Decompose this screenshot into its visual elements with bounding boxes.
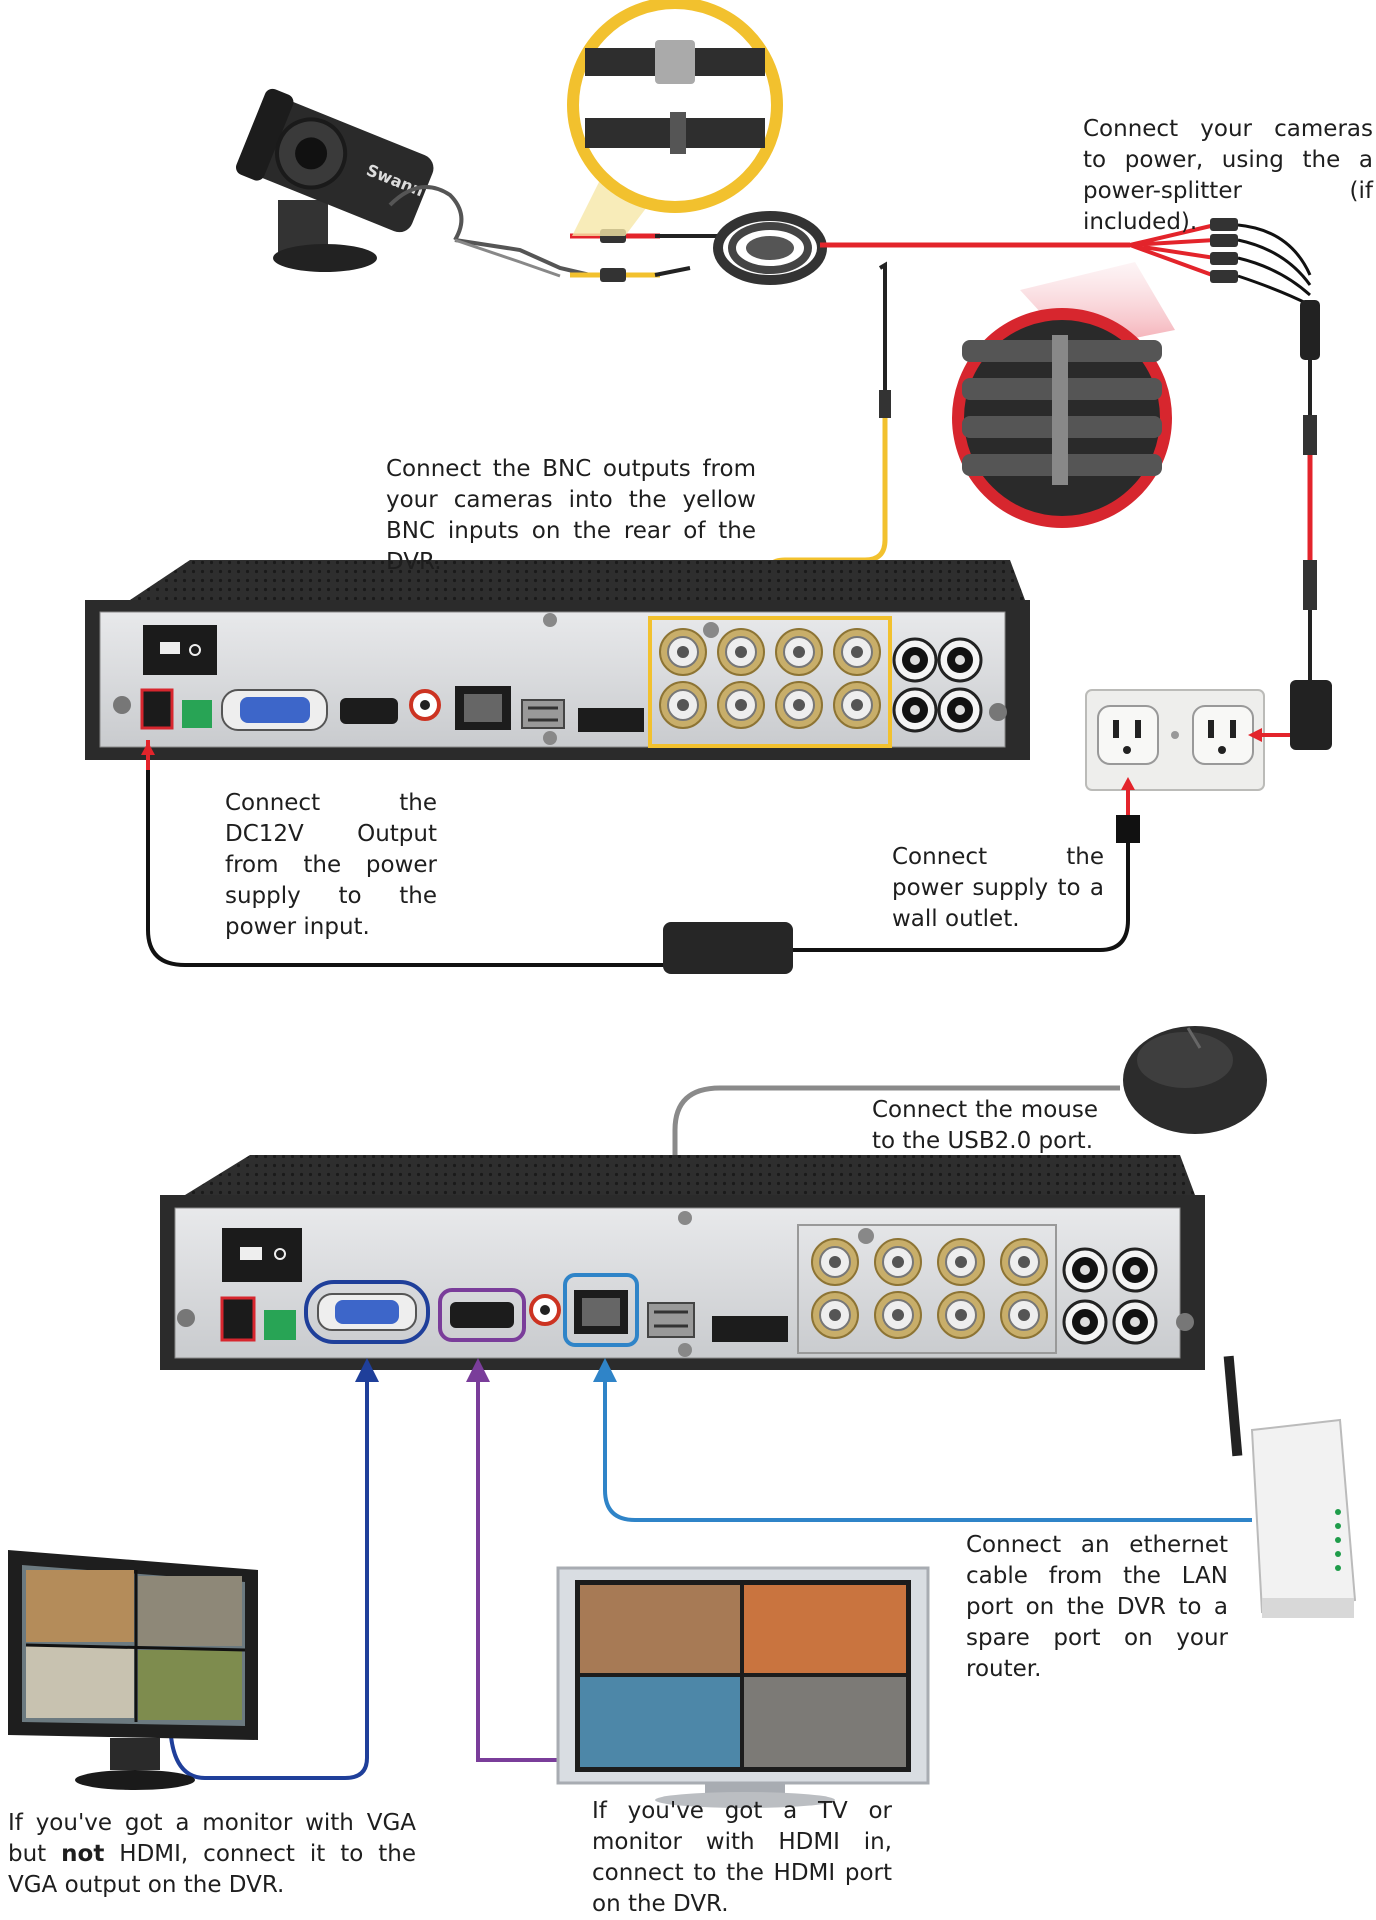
caption-vga-monitor: If you've got a monitor with VGA but not… bbox=[8, 1808, 416, 1901]
caption-ethernet: Connect an ethernet cable from the LAN p… bbox=[966, 1532, 1228, 1682]
security-camera-icon: Swann bbox=[235, 88, 434, 272]
vga-monitor-icon bbox=[8, 1550, 258, 1790]
power-adapter-icon bbox=[1248, 680, 1332, 750]
dvr-rear-panel-icon bbox=[160, 1155, 1205, 1370]
caption-hdmi-tv: If you've got a TV or monitor with HDMI … bbox=[592, 1798, 892, 1917]
dvr-rear-panel-icon bbox=[85, 560, 1030, 760]
caption-vga-post: HDMI, connect it to the VGA output on th… bbox=[8, 1841, 416, 1898]
bnc-connector-zoom-icon bbox=[567, 0, 783, 213]
hdmi-tv-icon bbox=[556, 1566, 930, 1808]
mouse-icon bbox=[1123, 1026, 1267, 1134]
caption-vga-bold: not bbox=[61, 1841, 105, 1867]
caption-bnc-inputs: Connect the BNC outputs from your camera… bbox=[386, 456, 756, 575]
power-splitter-zoom-icon bbox=[952, 308, 1172, 528]
caption-wall-outlet: Connect the power supply to a wall outle… bbox=[892, 844, 1104, 932]
caption-mouse: Connect the mouse to the USB2.0 port. bbox=[872, 1097, 1098, 1154]
caption-vga-pre: If you've got a monitor with VGA but bbox=[8, 1810, 416, 1867]
wall-outlet-icon bbox=[1085, 689, 1265, 791]
router-icon bbox=[1223, 1355, 1357, 1618]
caption-camera-power: Connect your cameras to power, using the… bbox=[1083, 116, 1373, 235]
caption-dc12v: Connect the DC12V Output from the power … bbox=[225, 790, 437, 940]
cable-coil bbox=[713, 211, 827, 285]
